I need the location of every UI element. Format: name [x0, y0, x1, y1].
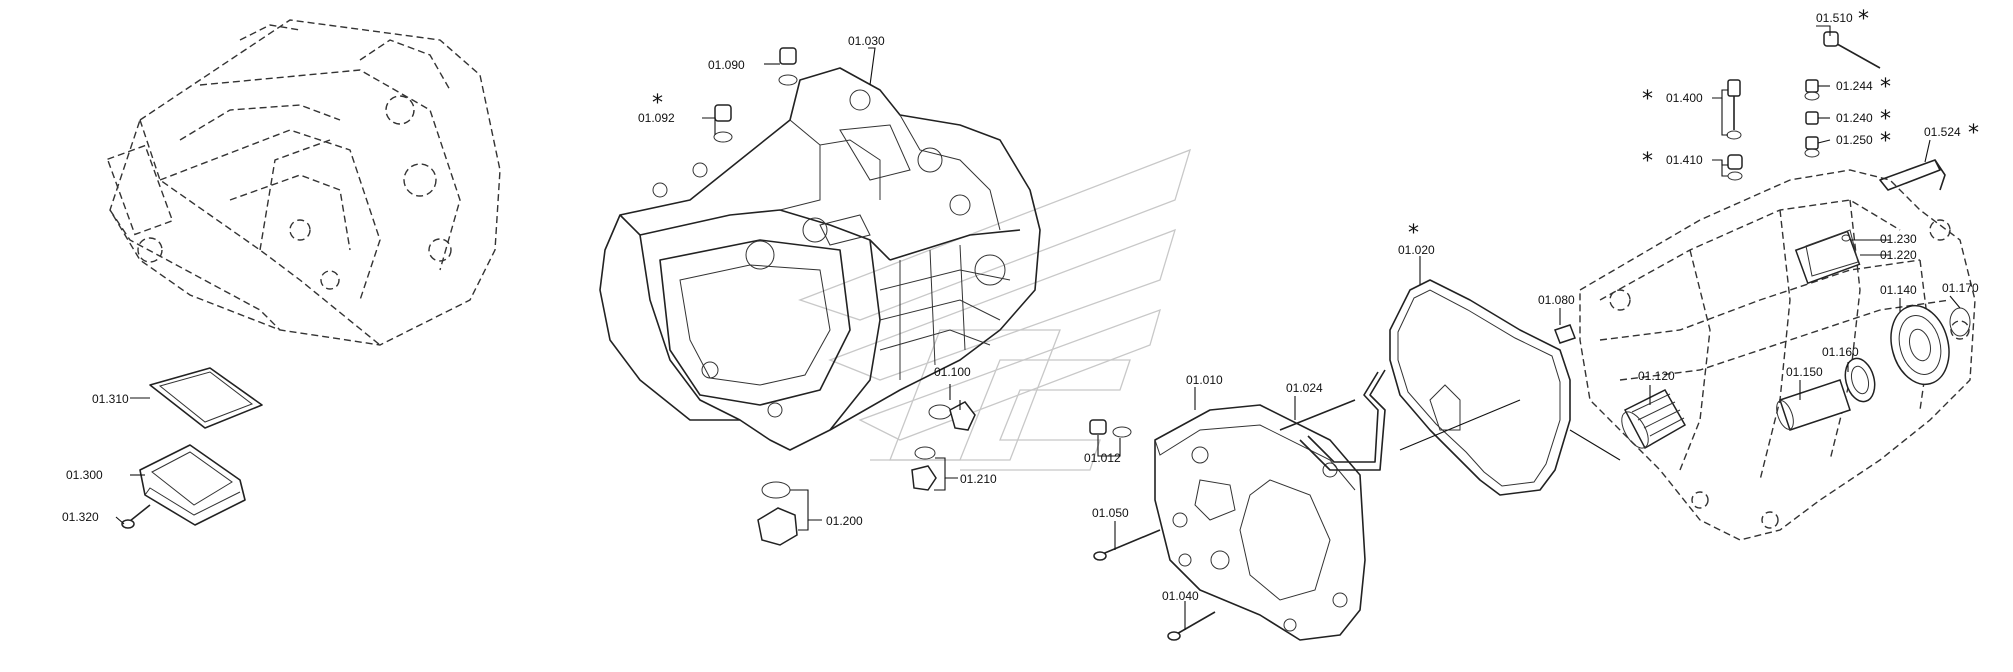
label-01-170: 01.170 — [1942, 281, 1979, 295]
label-01-200: 01.200 — [826, 514, 863, 528]
label-01-092: 01.092 — [638, 111, 675, 125]
label-01-310: 01.310 — [92, 392, 129, 406]
label-01-400: 01.400 — [1666, 91, 1703, 105]
leader-lines — [115, 25, 1961, 630]
label-01-230: 01.230 — [1880, 232, 1917, 246]
plug-01-092-icon — [713, 104, 733, 143]
label-01-100: 01.100 — [934, 365, 971, 379]
label-01-090: 01.090 — [708, 58, 745, 72]
label-01-160: 01.160 — [1822, 345, 1859, 359]
label-01-012: 01.012 — [1084, 451, 1121, 465]
sensor-01-510-icon — [1823, 31, 1881, 69]
label-01-220: 01.220 — [1880, 248, 1917, 262]
label-01-020: 01.020 — [1398, 243, 1435, 257]
label-01-524: 01.524 — [1924, 125, 1961, 139]
asterisk-01-510: * — [1858, 7, 1869, 32]
asterisk-01-400: * — [1642, 87, 1653, 112]
label-01-510: 01.510 — [1816, 11, 1853, 25]
tube-01-024-icon — [1279, 369, 1386, 471]
bolt-01-040-icon — [1167, 611, 1216, 641]
plug-01-240-icon — [1805, 111, 1819, 125]
breather-01-090-icon — [778, 47, 798, 86]
circlip-01-170-icon — [1949, 307, 1971, 337]
label-01-250: 01.250 — [1836, 133, 1873, 147]
asterisk-01-524: * — [1968, 121, 1979, 146]
tube-01-150-icon — [1776, 379, 1851, 431]
asterisk-01-240: * — [1880, 107, 1891, 132]
brand-watermark-icon — [798, 148, 1192, 471]
label-01-140: 01.140 — [1880, 283, 1917, 297]
bolt-01-050-icon — [1093, 529, 1161, 561]
plug-01-210-icon — [911, 446, 937, 491]
label-01-244: 01.244 — [1836, 79, 1873, 93]
cover-gasket-01-310 — [149, 367, 263, 429]
bracket-01-524-icon — [1879, 159, 1946, 191]
intermediate-plate-icon — [1154, 404, 1366, 641]
asterisk-01-410: * — [1642, 149, 1653, 174]
asterisk-01-250: * — [1880, 129, 1891, 154]
label-01-010: 01.010 — [1186, 373, 1223, 387]
label-01-150: 01.150 — [1786, 365, 1823, 379]
cover-plate-01-300 — [139, 444, 246, 526]
label-01-050: 01.050 — [1092, 506, 1129, 520]
asterisk-01-092: * — [652, 91, 663, 116]
label-01-080: 01.080 — [1538, 293, 1575, 307]
switch-01-400-icon — [1726, 79, 1742, 140]
asterisk-01-244: * — [1880, 75, 1891, 100]
plug-01-410-icon — [1727, 154, 1743, 181]
label-01-120: 01.120 — [1638, 369, 1675, 383]
part-labels: 01.030 01.090 01.092 * 01.100 01.200 01.… — [62, 7, 1979, 603]
plug-01-244-icon — [1804, 79, 1820, 101]
plug-01-200-icon — [757, 481, 798, 546]
plug-01-230-icon — [1841, 234, 1851, 242]
pin-01-080-icon — [1554, 324, 1576, 344]
gearbox-housing-phantom-icon — [106, 19, 501, 346]
plug-01-012-icon — [1089, 419, 1132, 438]
gasket-icon — [1389, 279, 1571, 496]
screw-01-320-icon — [121, 504, 151, 529]
label-01-410: 01.410 — [1666, 153, 1703, 167]
label-01-300: 01.300 — [66, 468, 103, 482]
label-01-024: 01.024 — [1286, 381, 1323, 395]
drain-plug-01-100-icon — [928, 401, 976, 431]
plug-01-250-icon — [1804, 136, 1820, 158]
label-01-030: 01.030 — [848, 34, 885, 48]
bearing-01-160-icon — [1844, 357, 1876, 403]
filter-01-120-icon — [1621, 389, 1687, 450]
gearbox-housing-icon — [599, 67, 1041, 451]
gear-01-140-icon — [1890, 304, 1950, 386]
label-01-240: 01.240 — [1836, 111, 1873, 125]
label-01-320: 01.320 — [62, 510, 99, 524]
label-01-210: 01.210 — [960, 472, 997, 486]
asterisk-01-020: * — [1408, 221, 1419, 246]
label-01-040: 01.040 — [1162, 589, 1199, 603]
